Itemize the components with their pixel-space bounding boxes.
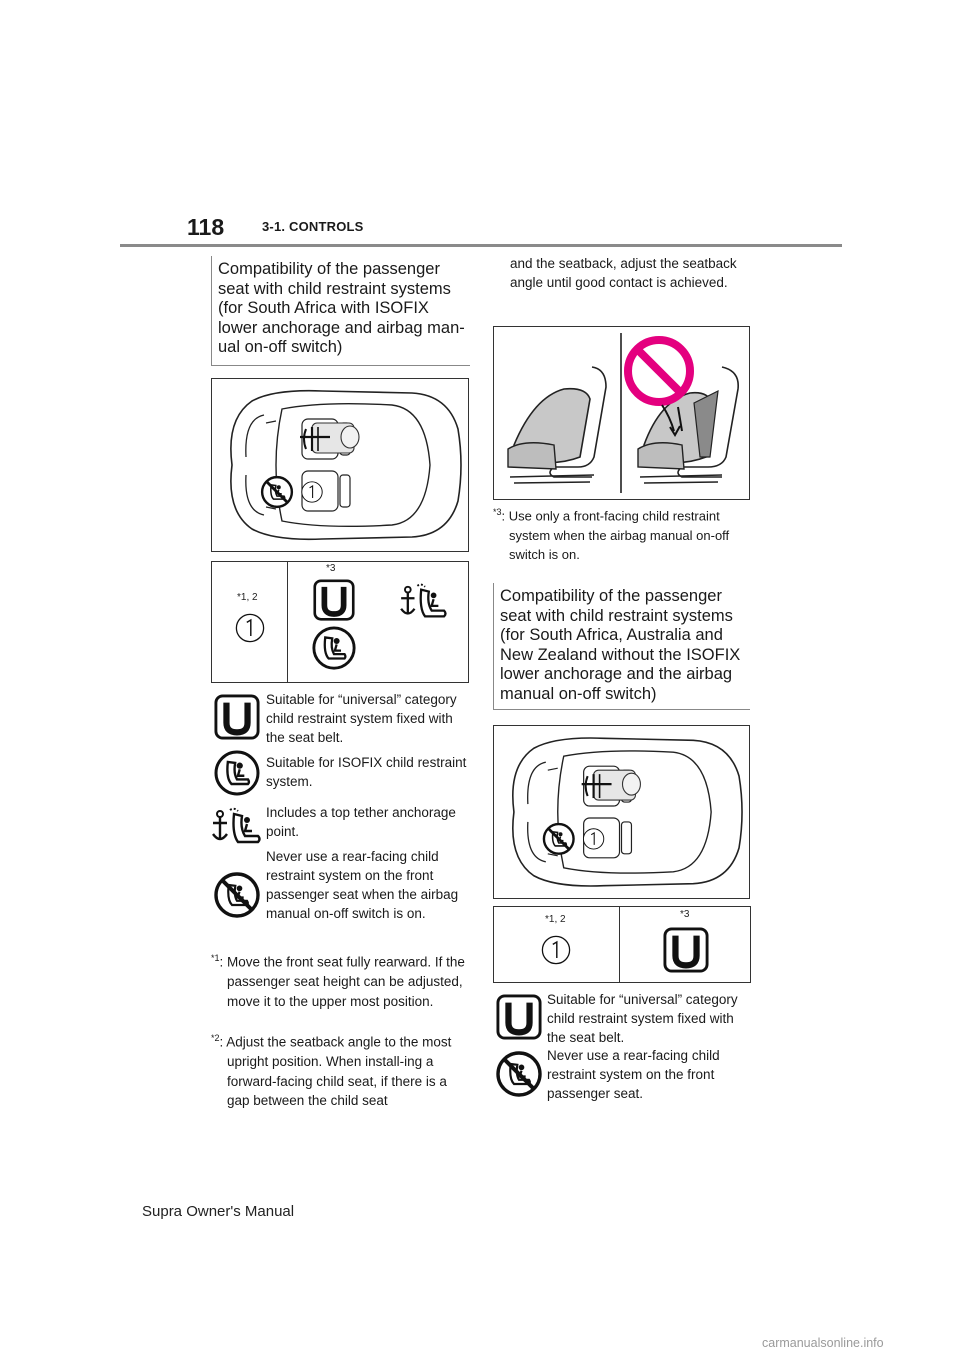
no-rear-facing-icon [213,871,261,919]
no-rear-facing-icon [495,1050,543,1098]
continued-text: and the seatback, adjust the seatback an… [510,256,737,290]
watermark: carmanualsonline.info [762,1336,884,1350]
page-number: 118 [187,214,225,240]
universal-u-icon [496,994,542,1040]
universal-u-icon [214,694,260,740]
car-top-view-diagram [511,736,744,888]
footnote-mark: *2 [211,1033,220,1043]
right-car-diagram: 1 [493,725,750,899]
legend-tether-text: Includes a top tether anchorage point. [266,805,456,839]
legend-isofix-text: Suitable for ISOFIX child restraint syst… [266,755,467,789]
left-heading-box: Compatibility of the passenger seat with… [211,256,470,366]
isofix-icon [311,625,357,671]
position-one-icon [541,935,571,965]
footnote-text: : Use only a front-facing child restrain… [501,508,730,563]
manual-title: Supra Owner's Manual [142,1203,295,1220]
seatback-angle-illustration [507,333,739,493]
table-col1-note: *1, 2 [237,592,258,603]
legend-universal-text: Suitable for “universal” category child … [266,692,457,745]
car-top-view-diagram [229,389,463,541]
right-compat-table: *1, 2 *3 [493,906,751,983]
footnote-text: : Move the front seat fully rearward. If… [219,954,465,1009]
footnote-mark: *3 [493,507,502,517]
table-col2-note: *3 [326,563,336,574]
universal-u-icon [313,579,355,621]
position-one-icon [235,613,265,643]
seatback-comparison-figure [493,326,750,500]
footnote-1: *1: Move the front seat fully rearward. … [211,949,469,1011]
top-tether-icon [399,583,447,618]
universal-u-icon [663,927,709,973]
left-car-diagram: 1 [211,378,469,552]
table-col2-note: *3 [680,909,690,920]
right-heading: Compatibility of the passenger seat with… [500,587,741,703]
right-heading-box: Compatibility of the passenger seat with… [493,583,750,710]
top-tether-icon [211,807,261,844]
left-compat-table: *1, 2 *3 [211,561,469,683]
isofix-icon [213,749,261,797]
table-divider [287,562,288,682]
footnote-text: : Adjust the seatback angle to the most … [219,1034,452,1109]
table-divider [619,907,620,982]
legend-no-rear-text: Never use a rear-facing child restraint … [266,849,459,921]
header-rule [120,244,842,247]
legend-universal-text: Suitable for “universal” category child … [547,992,738,1045]
footnote-mark: *1 [211,953,220,963]
footnote-2: *2: Adjust the seatback angle to the mos… [211,1029,469,1111]
section-title: 3-1. CONTROLS [262,219,364,234]
footnote-3: *3: Use only a front-facing child restra… [493,503,751,565]
table-col1-note: *1, 2 [545,914,566,925]
legend-no-rear-text: Never use a rear-facing child restraint … [547,1048,720,1101]
left-heading: Compatibility of the passenger seat with… [218,260,465,356]
